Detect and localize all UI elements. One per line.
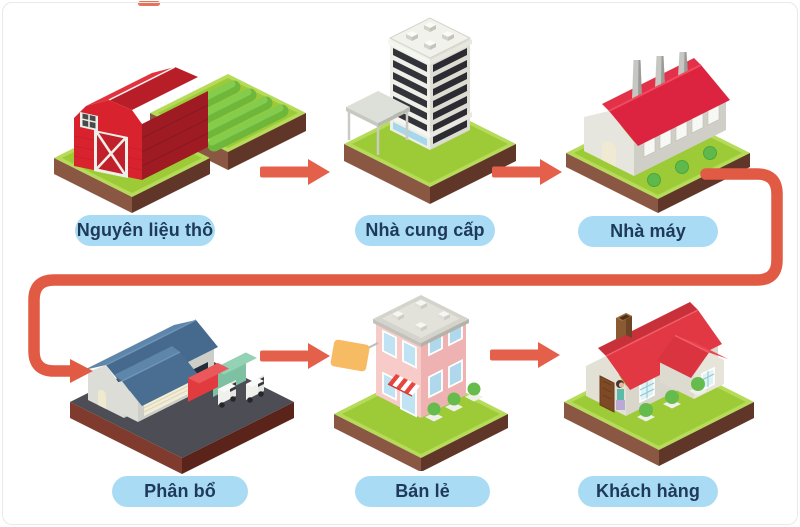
flow-arrow-4-icon — [490, 342, 560, 368]
factory-building — [584, 52, 730, 187]
node-label-distribution: Phân bổ — [112, 476, 248, 507]
canopy — [346, 91, 410, 155]
store-windows-right — [428, 317, 463, 399]
bushes — [637, 377, 707, 422]
warehouse-trucks-icon — [70, 319, 294, 474]
node-label-retail: Bán lẻ — [355, 476, 490, 507]
node-label-raw-materials: Nguyên liệu thô — [75, 215, 215, 246]
warehouse-annex — [106, 346, 200, 422]
roof-vents — [406, 22, 454, 50]
chimney — [616, 313, 632, 340]
factory-doorway — [602, 141, 616, 167]
house-building — [586, 302, 728, 422]
bushes — [425, 382, 483, 422]
chimneys — [632, 52, 688, 99]
node-label-factory: Nhà máy — [578, 216, 718, 247]
glass-strip — [393, 122, 427, 146]
flow-arrow-2-icon — [492, 159, 562, 185]
striped-awning — [387, 374, 420, 397]
person-at-door — [616, 380, 625, 410]
flow-arrow-3-icon — [260, 343, 330, 369]
tower — [346, 17, 472, 155]
flow-arrow-1-icon — [260, 159, 330, 185]
roof-vents — [392, 300, 450, 332]
red-truck — [188, 363, 236, 408]
barn — [73, 66, 209, 180]
store-building — [330, 295, 483, 422]
farm-barn-icon — [54, 66, 306, 213]
bushes — [647, 146, 717, 187]
storefront-icon — [330, 295, 508, 471]
shop-sign — [330, 339, 379, 372]
node-label-supplier: Nhà cung cấp — [355, 215, 495, 246]
office-tower-icon — [344, 17, 516, 204]
node-label-customer: Khách hàng — [578, 476, 718, 507]
house-icon — [564, 302, 754, 466]
